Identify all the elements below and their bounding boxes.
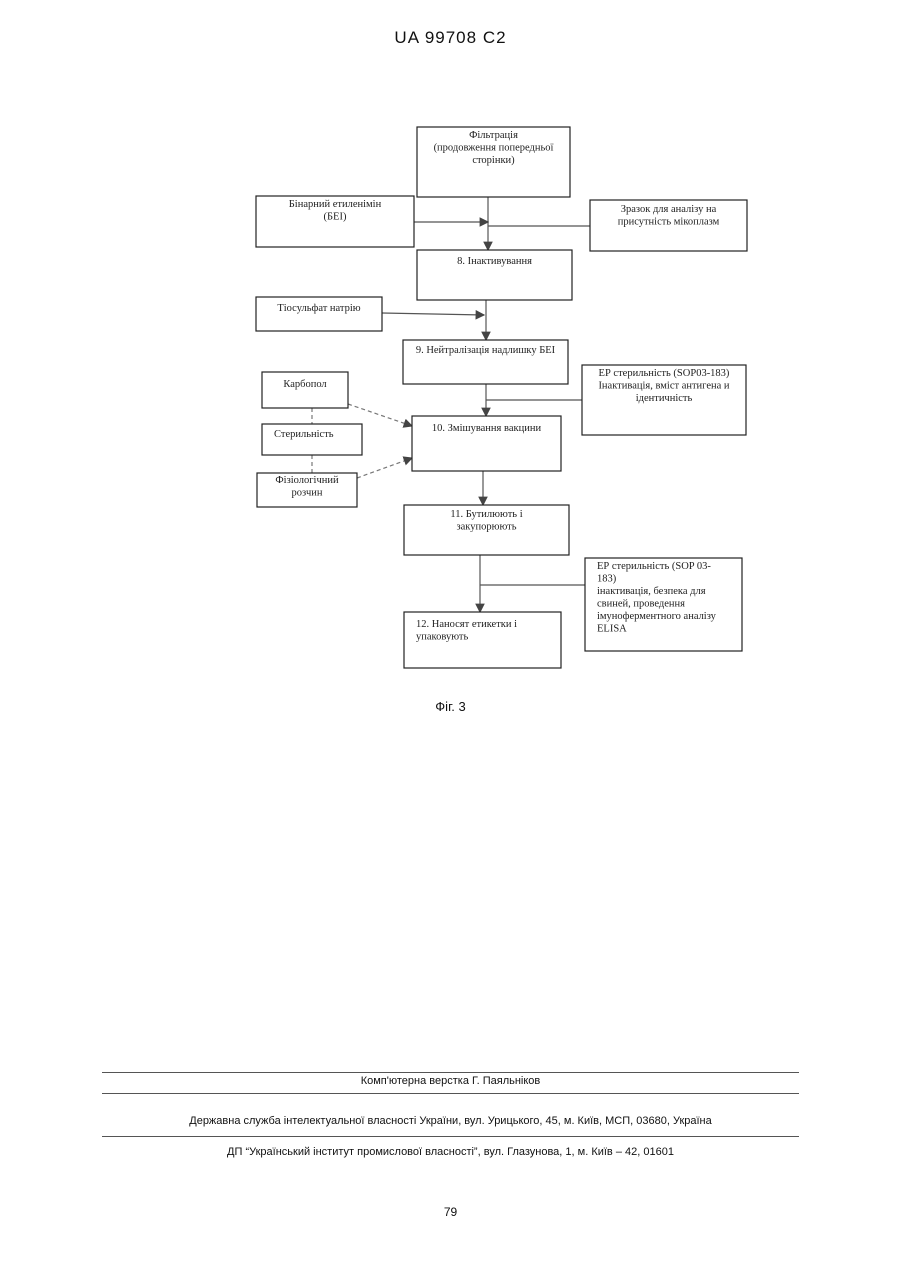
node-ep-sterility-1: ЕР стерильність (SOP03-183) Інактивація, … — [582, 365, 746, 435]
node-label: Стерильність — [274, 429, 334, 440]
node-inactivation: 8. Інактивування — [417, 250, 572, 300]
node-box — [262, 372, 348, 408]
node-label: 10. Змішування вакцини — [432, 423, 542, 434]
node-label: (продовження попередньої — [434, 143, 554, 154]
layout-credit: Комп'ютерна верстка Г. Паяльніков — [102, 1075, 799, 1087]
footer-rule-middle — [102, 1093, 799, 1094]
node-filtration: Фільтрація (продовження попередньоїсторін… — [417, 127, 570, 197]
node-labeling: 12. Наносят етикетки і упаковують — [404, 612, 561, 668]
node-mycoplasma-sample: Зразок для аналізу на присутність мікопла… — [590, 200, 747, 251]
node-sterility: Стерильність — [262, 424, 362, 455]
node-label: 183) — [597, 574, 617, 585]
node-label: упаковують — [416, 632, 468, 643]
node-carbopol: Карбопол — [262, 372, 348, 408]
node-label: 9. Нейтралізація надлишку БЕІ — [416, 345, 556, 356]
node-label: свиней, проведення — [597, 599, 685, 610]
node-label: інактивація, безпека для — [597, 586, 706, 597]
agency-address: Державна служба інтелектуальної власност… — [102, 1115, 799, 1127]
edge-thiosulfate-main — [382, 313, 484, 315]
node-label: імуноферментного аналізу — [597, 611, 717, 622]
node-label: Карбопол — [283, 379, 326, 390]
node-label: присутність мікоплазм — [618, 217, 720, 228]
node-ep-sterility-2: ЕР стерильність (SOP 03- 183)інактивація,… — [585, 558, 742, 651]
footer-rule-bottom — [102, 1136, 799, 1137]
flowchart-nodes: Фільтрація (продовження попередньоїсторін… — [256, 127, 747, 668]
page-number: 79 — [0, 1205, 901, 1219]
node-label: Тіосульфат натрію — [277, 303, 360, 314]
node-vaccine-mixing: 10. Змішування вакцини — [412, 416, 561, 471]
node-label: Інактивація, вміст антигена и — [598, 381, 729, 392]
node-neutralization: 9. Нейтралізація надлишку БЕІ — [403, 340, 568, 384]
node-label: ЕР стерильність (SOP03-183) — [599, 368, 730, 379]
institute-address: ДП “Український інститут промислової вла… — [102, 1146, 799, 1158]
node-label: Фільтрація — [469, 130, 518, 141]
node-bottling: 11. Бутилюють і закупорюють — [404, 505, 569, 555]
node-label: ЕР стерильність (SOP 03- — [597, 561, 711, 572]
node-label: Фізіологічний — [275, 475, 339, 486]
node-label: Зразок для аналізу на — [621, 204, 717, 215]
flowchart-diagram: Фільтрація (продовження попередньоїсторін… — [0, 0, 901, 690]
edge-carbopol-mixing — [348, 404, 412, 426]
node-label: ELISA — [597, 624, 627, 635]
node-saline: Фізіологічний розчин — [257, 473, 357, 507]
node-label: закупорюють — [456, 522, 516, 533]
node-label: 8. Інактивування — [457, 256, 532, 267]
node-sodium-thiosulfate: Тіосульфат натрію — [256, 297, 382, 331]
node-label: Бінарний етиленімін — [289, 199, 382, 210]
node-label: 11. Бутилюють і — [450, 509, 522, 520]
node-label: (БЕІ) — [324, 212, 347, 223]
node-bei: Бінарний етиленімін (БЕІ) — [256, 196, 414, 247]
figure-caption: Фіг. 3 — [0, 699, 901, 714]
node-label: 12. Наносят етикетки і — [416, 619, 517, 630]
node-label: сторінки) — [472, 155, 515, 166]
node-label: розчин — [292, 488, 323, 499]
edge-saline-mixing — [357, 458, 412, 478]
node-label: ідентичність — [636, 393, 693, 404]
footer-rule-top — [102, 1072, 799, 1073]
